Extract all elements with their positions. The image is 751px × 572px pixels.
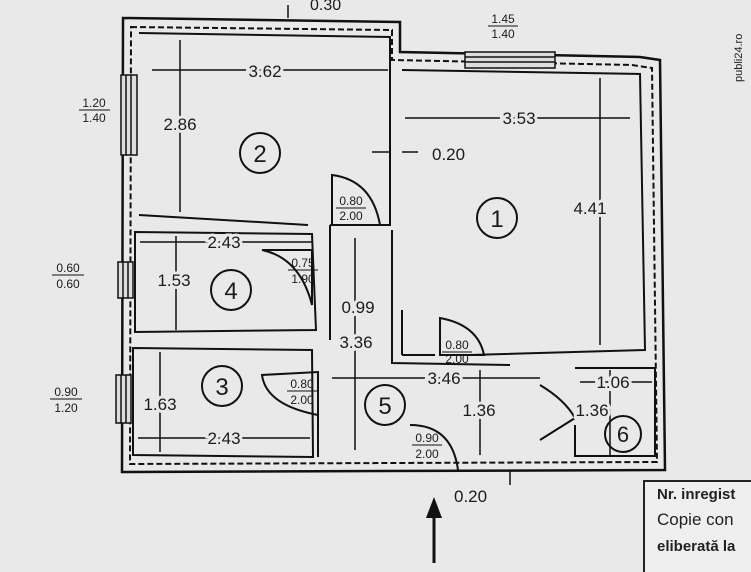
svg-text:0.90: 0.90	[415, 431, 439, 445]
svg-text:0.60: 0.60	[56, 277, 80, 291]
registration-line-1: Nr. inregist	[657, 486, 736, 503]
svg-text:2.00: 2.00	[339, 209, 363, 223]
svg-text:1.20: 1.20	[82, 96, 106, 110]
interior-walls	[132, 32, 656, 459]
window-left-2	[117, 261, 134, 299]
windows	[115, 51, 556, 424]
room-5-extra: 0.99	[341, 298, 374, 317]
room-4-width: 2.43	[207, 233, 240, 252]
svg-text:2.00: 2.00	[290, 393, 314, 407]
svg-text:1.40: 1.40	[491, 27, 515, 41]
room-1-number: 1	[490, 206, 503, 233]
wall-thickness-inner: 0.20	[432, 145, 465, 164]
door-3-arc	[260, 370, 319, 417]
svg-text:0.80: 0.80	[290, 377, 314, 391]
svg-text:0.80: 0.80	[339, 194, 363, 208]
room-2-width: 3.62	[248, 62, 281, 81]
room-5-number: 5	[378, 393, 391, 420]
svg-text:1.90: 1.90	[291, 272, 315, 286]
svg-text:0.60: 0.60	[56, 261, 80, 275]
room-2-height: 2.86	[163, 115, 196, 134]
window-fraction-2: 1.20 1.40	[79, 96, 110, 125]
room-3-width: 2.43	[207, 429, 240, 448]
door-5-arc	[409, 424, 459, 471]
room-5-height: 3.36	[339, 333, 372, 352]
door-fraction-5: 0.90 2.00	[412, 431, 442, 461]
registration-box: Nr. inregist Copie con eliberată la	[643, 480, 751, 572]
door-2-arc	[331, 173, 382, 226]
room-3-number: 3	[215, 374, 228, 401]
window-left-3	[115, 374, 132, 424]
room-2-number: 2	[253, 141, 266, 168]
svg-text:0.90: 0.90	[54, 385, 78, 399]
svg-text:1.45: 1.45	[491, 12, 515, 26]
registration-line-3: eliberată la	[657, 538, 736, 555]
room-1-height: 4.41	[573, 199, 606, 218]
window-top	[464, 51, 556, 69]
room-markers	[201, 132, 642, 453]
wall-thickness-bottom: 0.20	[454, 487, 487, 506]
room-6-number: 6	[617, 422, 629, 447]
room-6-width: 1.06	[596, 373, 629, 392]
door-4-arc	[261, 249, 313, 306]
window-fraction-1: 1.45 1.40	[488, 12, 518, 41]
window-fraction-3: 0.60 0.60	[52, 261, 84, 291]
registration-line-2: Copie con	[657, 510, 734, 529]
door-fraction-2: 0.75 1.90	[288, 256, 318, 286]
outer-walls	[120, 16, 667, 474]
entry-arrow-icon	[426, 497, 442, 563]
room-6-height: 1.36	[575, 401, 608, 420]
svg-text:1.40: 1.40	[82, 111, 106, 125]
svg-text:2.00: 2.00	[445, 352, 469, 366]
room-4-number: 4	[224, 278, 237, 305]
room-1-width: 3.53	[502, 109, 535, 128]
door-1-arc	[439, 316, 486, 356]
svg-text:0.80: 0.80	[445, 338, 469, 352]
room-4-height: 1.53	[157, 271, 190, 290]
svg-text:2.00: 2.00	[415, 447, 439, 461]
door-swings	[260, 173, 577, 471]
door-fraction-1: 0.80 2.00	[336, 194, 366, 223]
door-6-arc	[539, 384, 577, 441]
wall-thickness-top: 0.30	[310, 0, 341, 14]
window-left-1	[120, 74, 138, 156]
svg-text:publi24.ro: publi24.ro	[733, 34, 745, 82]
room-3-height: 1.63	[143, 395, 176, 414]
door-fraction-3: 0.80 2.00	[442, 338, 472, 366]
watermark: publi24.ro	[728, 4, 748, 84]
corridor-height: 1.36	[462, 401, 495, 420]
window-fraction-4: 0.90 1.20	[50, 385, 82, 415]
svg-text:1.20: 1.20	[54, 401, 78, 415]
svg-text:0.75: 0.75	[291, 256, 315, 270]
dimension-lines	[138, 5, 652, 485]
door-fraction-4: 0.80 2.00	[287, 377, 317, 407]
room-5-width: 3.46	[427, 369, 460, 388]
